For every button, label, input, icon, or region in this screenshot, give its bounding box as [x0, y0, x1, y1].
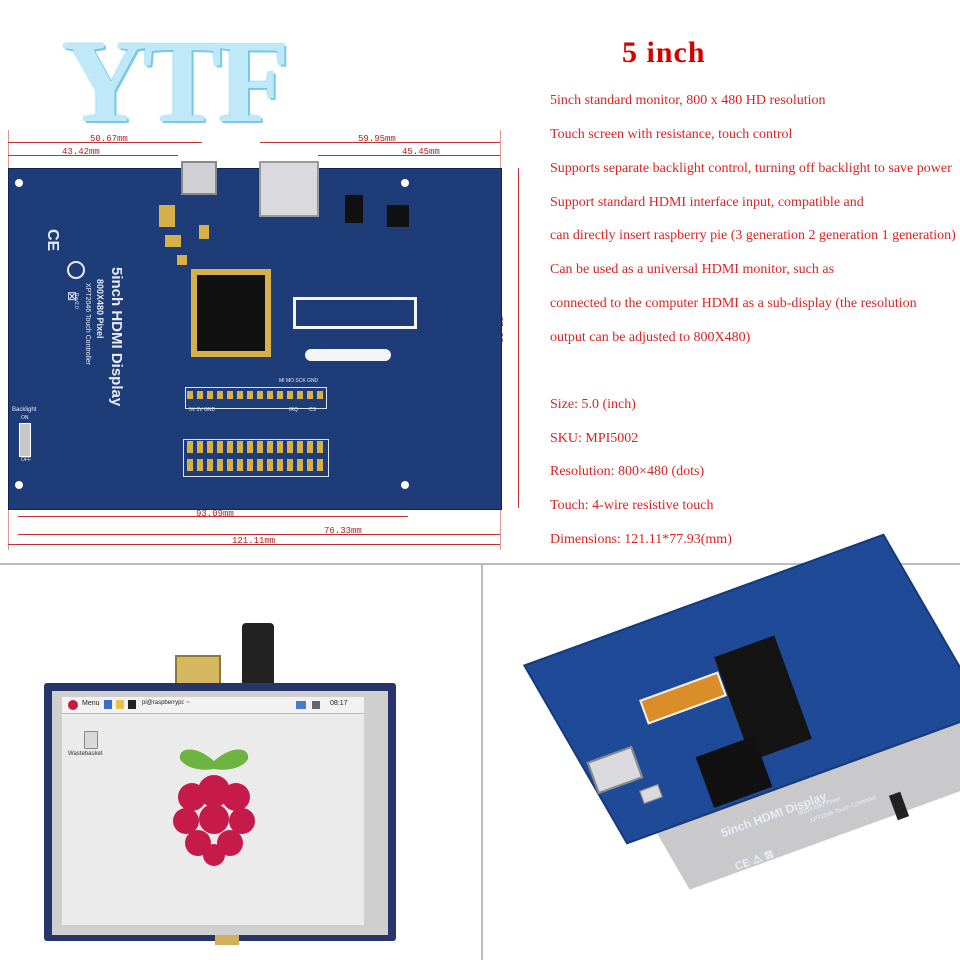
- dim-label: 121.11mm: [232, 536, 276, 546]
- file-manager-icon[interactable]: [116, 700, 124, 709]
- weee-bin-icon: ⊠: [67, 289, 78, 303]
- hdmi-connector: [259, 161, 319, 217]
- terminal-icon[interactable]: [128, 700, 136, 709]
- spec-line: connected to the computer HDMI as a sub-…: [550, 296, 917, 311]
- spec-param-touch: Touch: 4-wire resistive touch: [550, 498, 714, 513]
- dim-line: [8, 155, 178, 156]
- header-label-spi: MI MO SCK GND: [279, 378, 319, 384]
- spec-line: can directly insert raspberry pie (3 gen…: [550, 228, 956, 243]
- spec-line: Supports separate backlight control, tur…: [550, 161, 952, 176]
- wastebasket-label: Wastebasket: [68, 751, 103, 757]
- dim-label: 76.33mm: [324, 526, 362, 536]
- ce-mark-icon: CE: [44, 229, 61, 252]
- regulator-component: [159, 205, 175, 227]
- micro-usb-connector: [181, 161, 217, 195]
- main-chip: [197, 275, 265, 351]
- header-label-power: 5V 5V GND: [189, 407, 216, 413]
- spec-line: output can be adjusted to 800X480): [550, 330, 751, 345]
- raspberry-menu-icon[interactable]: [68, 700, 78, 710]
- smd-component: [165, 235, 181, 247]
- mount-hole: [401, 179, 409, 187]
- volume-icon[interactable]: [312, 701, 320, 709]
- touch-fpc-tail: [215, 935, 239, 945]
- dim-label: 45.45mm: [402, 147, 440, 157]
- board-title: 5inch HDMI Display: [108, 267, 125, 407]
- dim-label: 59.95mm: [358, 134, 396, 144]
- spec-param-dimensions: Dimensions: 121.11*77.93(mm): [550, 532, 732, 547]
- backlight-off-label: OFF: [21, 457, 31, 463]
- spec-heading: 5 inch: [622, 36, 706, 69]
- dim-line: [318, 155, 500, 156]
- ytf-logo: YTF: [62, 16, 290, 147]
- spec-line: 5inch standard monitor, 800 x 480 HD res…: [550, 93, 826, 108]
- dim-line: [8, 544, 500, 545]
- backlight-label: Backlight: [12, 407, 37, 413]
- vertical-divider: [481, 565, 483, 960]
- dim-line: [18, 534, 500, 535]
- dimension-drawing: 50.67mm 43.42mm 59.95mm 45.45mm 77.93mm …: [0, 120, 540, 560]
- terminal-taskbar-item[interactable]: pi@raspberrypi: ~: [142, 700, 190, 706]
- hdmi-plug: [242, 623, 274, 693]
- spec-param-size: Size: 5.0 (inch): [550, 397, 636, 412]
- dim-label: 93.09mm: [196, 509, 234, 519]
- dim-line: [260, 142, 500, 143]
- trash-icon[interactable]: [84, 731, 98, 749]
- raspberry-pi-logo-icon: [173, 749, 255, 866]
- board-controller: XPT2046 Touch Controller: [84, 283, 91, 365]
- mount-hole: [15, 179, 23, 187]
- menu-label[interactable]: Menu: [82, 700, 100, 707]
- spec-line: Support standard HDMI interface input, c…: [550, 195, 864, 210]
- dim-line: [518, 168, 519, 508]
- spec-param-sku: SKU: MPI5002: [550, 431, 639, 446]
- pin-header-row: [187, 441, 323, 453]
- smd-component: [199, 225, 209, 239]
- spec-line: Can be used as a universal HDMI monitor,…: [550, 262, 835, 277]
- horizontal-divider: [0, 563, 960, 565]
- taskbar: [62, 697, 364, 714]
- fpc-slot: [305, 349, 391, 361]
- header-label-cs: CS: [309, 407, 316, 413]
- smd-component: [177, 255, 187, 265]
- pcb-board: 5V 5V GND IRQ CS MI MO SCK GND 5inch HDM…: [8, 161, 502, 510]
- backlight-switch[interactable]: [19, 423, 31, 457]
- dim-label: 50.67mm: [90, 134, 128, 144]
- pin-header-top: [187, 391, 323, 399]
- fpc-connector: [293, 297, 417, 329]
- browser-icon[interactable]: [104, 700, 112, 709]
- ic-chip: [345, 195, 363, 223]
- dim-line: [8, 142, 202, 143]
- screen: Menu pi@raspberrypi: ~ 08:17 Wastebasket: [62, 697, 364, 925]
- spec-param-resolution: Resolution: 800×480 (dots): [550, 464, 705, 479]
- photo-display-front: Menu pi@raspberrypi: ~ 08:17 Wastebasket: [0, 565, 480, 960]
- header-label-irq: IRQ: [289, 407, 298, 413]
- network-icon[interactable]: [296, 701, 306, 709]
- dim-label: 43.42mm: [62, 147, 100, 157]
- pin-header-outline: [185, 387, 327, 409]
- backlight-on-label: ON: [21, 415, 29, 421]
- board-subtitle: 800X480 Pixel: [95, 279, 105, 339]
- pin-header-large-outline: [183, 439, 329, 477]
- clock: 08:17: [330, 700, 348, 707]
- inductor: [387, 205, 409, 227]
- dim-line: [18, 516, 408, 517]
- spec-line: Touch screen with resistance, touch cont…: [550, 127, 793, 142]
- mount-hole: [401, 481, 409, 489]
- photo-board-back: 5inch HDMI Display 800X480 Pixel XPT2046…: [483, 533, 960, 960]
- mount-hole: [15, 481, 23, 489]
- rohs-icon: [67, 261, 85, 279]
- pin-header-row: [187, 459, 323, 471]
